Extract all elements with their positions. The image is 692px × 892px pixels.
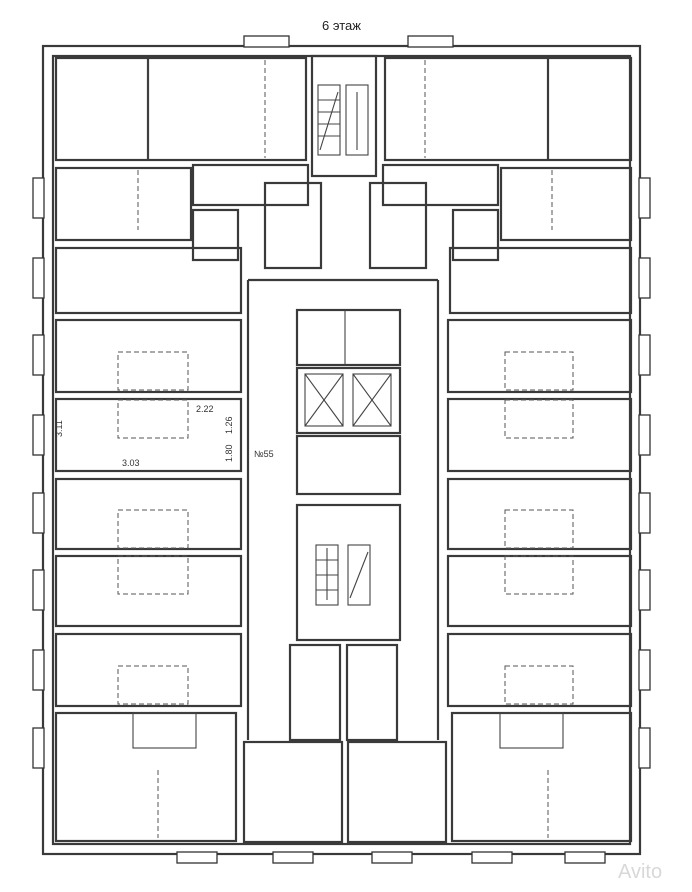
dimension-label: 1.80 [224,444,234,462]
elevator-core [295,308,402,496]
corridor [246,278,440,740]
apartments-bottom-center [242,643,448,844]
apartment-number-label: №55 [254,449,274,459]
dimension-label: 3.03 [122,458,140,468]
windows [32,35,651,864]
dimension-label: 1.26 [224,416,234,434]
dimension-label: 2.22 [196,404,214,414]
stair-core-bottom [295,503,402,642]
watermark: Avito [618,861,662,883]
floor-title: 6 этаж [322,18,361,33]
stair-core-top [310,54,378,178]
dimension-label: 3.11 [54,420,64,437]
apartments-left [54,318,243,843]
apartments-right [446,318,633,843]
apartments-top [54,56,633,315]
